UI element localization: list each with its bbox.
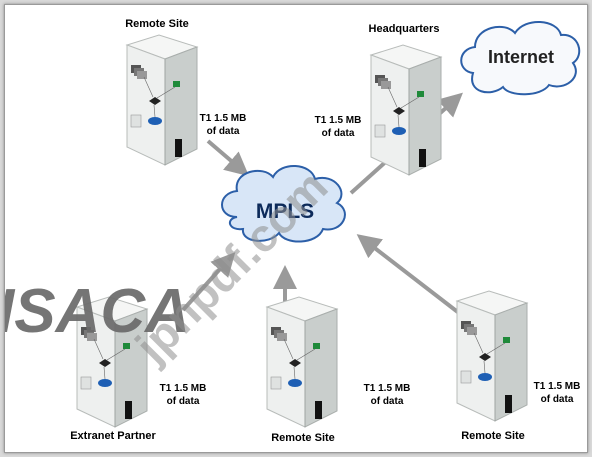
- link-label-remote-right-2: of data: [541, 394, 574, 405]
- link-label-remote-center-2: of data: [371, 396, 404, 407]
- link-label-extranet-2: of data: [167, 396, 200, 407]
- link-label-remote-top-2: of data: [207, 126, 240, 137]
- diagram-frame: MPLS Internet Remote Site Headquarters E…: [4, 4, 588, 453]
- mpls-label: MPLS: [256, 200, 314, 223]
- link-label-extranet-1: T1 1.5 MB: [160, 383, 207, 394]
- isaca-watermark: ISACA: [5, 277, 190, 346]
- network-diagram: MPLS Internet Remote Site Headquarters E…: [5, 18, 581, 444]
- link-label-remote-center-1: T1 1.5 MB: [364, 383, 411, 394]
- site-title-headquarters: Headquarters: [369, 23, 440, 35]
- link-label-remote-top-1: T1 1.5 MB: [200, 113, 247, 124]
- site-title-remote-top: Remote Site: [125, 18, 189, 30]
- arrow-extranet-to-mpls: [181, 252, 236, 312]
- site-title-extranet: Extranet Partner: [70, 430, 156, 442]
- building-remote-top: [126, 34, 198, 166]
- building-remote-center: [266, 296, 338, 428]
- link-labels: T1 1.5 MB of data T1 1.5 MB of data T1 1…: [160, 113, 581, 407]
- site-title-remote-center: Remote Site: [271, 432, 335, 444]
- internet-cloud: Internet: [460, 20, 581, 96]
- building-headquarters: [370, 44, 442, 176]
- link-label-hq-2: of data: [322, 128, 355, 139]
- mpls-cloud: MPLS: [221, 164, 346, 243]
- building-remote-right: [456, 290, 528, 422]
- arrow-remote-right-to-mpls: [356, 234, 461, 315]
- site-title-remote-right: Remote Site: [461, 430, 525, 442]
- link-label-hq-1: T1 1.5 MB: [315, 115, 362, 126]
- arrow-remote-top-to-mpls: [206, 139, 250, 177]
- link-label-remote-right-1: T1 1.5 MB: [534, 381, 581, 392]
- internet-label: Internet: [488, 47, 554, 67]
